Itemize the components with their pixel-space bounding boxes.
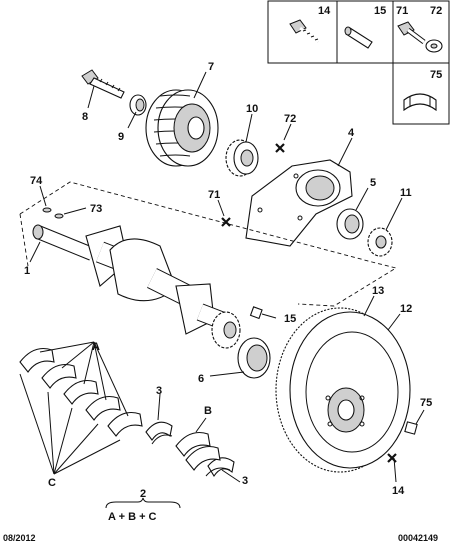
callout-7: 7 xyxy=(208,61,214,73)
inset-label-14: 14 xyxy=(318,5,331,17)
crankshaft-pulley xyxy=(145,89,219,167)
callout-75: 75 xyxy=(420,397,432,409)
footer-date: 08/2012 xyxy=(3,533,36,543)
callout-4: 4 xyxy=(348,127,355,139)
callout-6: 6 xyxy=(198,373,204,385)
callout-15: 15 xyxy=(284,313,296,325)
inset-label-15: 15 xyxy=(374,5,386,17)
inset-panel: 14 15 71 72 75 xyxy=(267,0,450,125)
crankshaft-outline xyxy=(19,181,398,307)
callout-14: 14 xyxy=(392,485,405,497)
pulley-washer xyxy=(129,94,147,116)
callout-3-lower: 3 xyxy=(242,475,248,487)
callout-9: 9 xyxy=(118,131,124,143)
flywheel-shim xyxy=(404,421,418,435)
callout-13: 13 xyxy=(372,285,384,297)
formula-number: 2 xyxy=(140,488,146,500)
formula-expression: A + B + C xyxy=(108,511,157,523)
tighten-marks xyxy=(221,143,397,463)
inset-label-72: 72 xyxy=(430,5,442,17)
inset-shim-icon xyxy=(403,93,437,112)
inset-dowel-pin-icon xyxy=(344,26,373,49)
callout-71: 71 xyxy=(208,189,220,201)
callout-72: 72 xyxy=(284,113,296,125)
callout-3-upper: 3 xyxy=(156,385,162,397)
leader-lines xyxy=(19,71,425,483)
callout-B: B xyxy=(204,405,212,417)
inset-bolt-icon xyxy=(289,19,319,44)
footer-code: 00042149 xyxy=(398,533,438,543)
callout-10: 10 xyxy=(246,103,258,115)
oil-seal-housing xyxy=(245,159,353,247)
crank-sprocket xyxy=(367,227,393,257)
callout-C: C xyxy=(48,477,56,489)
main-bearing-shells xyxy=(19,347,143,437)
rear-oil-seal xyxy=(336,208,364,240)
flywheel xyxy=(275,307,411,473)
thrust-washers-upper xyxy=(145,421,173,445)
con-rod-bearing-shells xyxy=(175,431,221,471)
pulley-bolt xyxy=(81,69,125,99)
callout-74: 74 xyxy=(30,175,43,187)
crankshaft xyxy=(32,224,241,349)
timing-sprocket xyxy=(225,139,259,177)
bearing-set-formula: 2 A + B + C xyxy=(105,488,181,523)
callout-12: 12 xyxy=(400,303,412,315)
callout-73: 73 xyxy=(90,203,102,215)
inset-label-71: 71 xyxy=(396,5,408,17)
dowel-pin-square xyxy=(249,306,263,320)
inset-label-75: 75 xyxy=(430,69,442,81)
thrust-shims xyxy=(42,207,64,219)
inset-bolt-washer-icon xyxy=(397,21,443,53)
callout-5: 5 xyxy=(370,177,376,189)
callout-8: 8 xyxy=(82,111,88,123)
callout-11: 11 xyxy=(400,187,412,199)
callout-1: 1 xyxy=(24,265,30,277)
callout-A: A xyxy=(92,341,100,353)
crankshaft-seal xyxy=(237,337,271,379)
